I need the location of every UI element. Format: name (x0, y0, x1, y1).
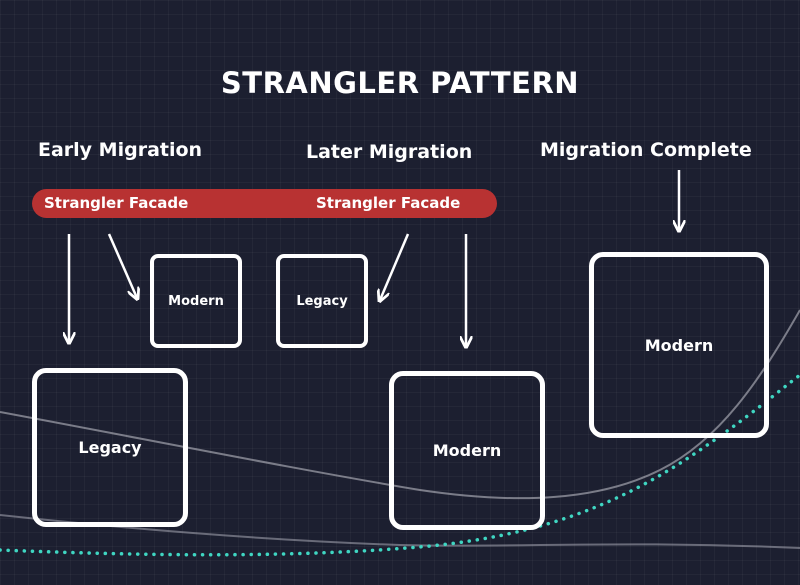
arrow-to-later-legacy (380, 233, 410, 300)
later-modern-box: Modern (389, 371, 545, 530)
later-legacy-box: Legacy (276, 254, 368, 348)
early-modern-box-label: Modern (168, 293, 224, 309)
page-title: STRANGLER PATTERN (220, 66, 580, 100)
heading-early-migration: Early Migration (38, 139, 203, 161)
complete-modern-box-label: Modern (644, 335, 714, 355)
facade-label-later: Strangler Facade (316, 194, 461, 212)
arrow-to-early-modern (107, 233, 137, 298)
strangler-facade-bar (32, 189, 497, 218)
heading-migration-complete: Migration Complete (540, 139, 752, 161)
later-modern-box-label: Modern (432, 441, 502, 460)
complete-modern-box: Modern (589, 252, 769, 438)
later-legacy-box-label: Legacy (296, 293, 348, 309)
heading-later-migration: Later Migration (306, 141, 473, 163)
early-modern-box: Modern (150, 254, 242, 348)
early-legacy-box: Legacy (32, 368, 188, 527)
facade-label-early: Strangler Facade (44, 194, 189, 212)
early-legacy-box-label: Legacy (78, 438, 142, 457)
